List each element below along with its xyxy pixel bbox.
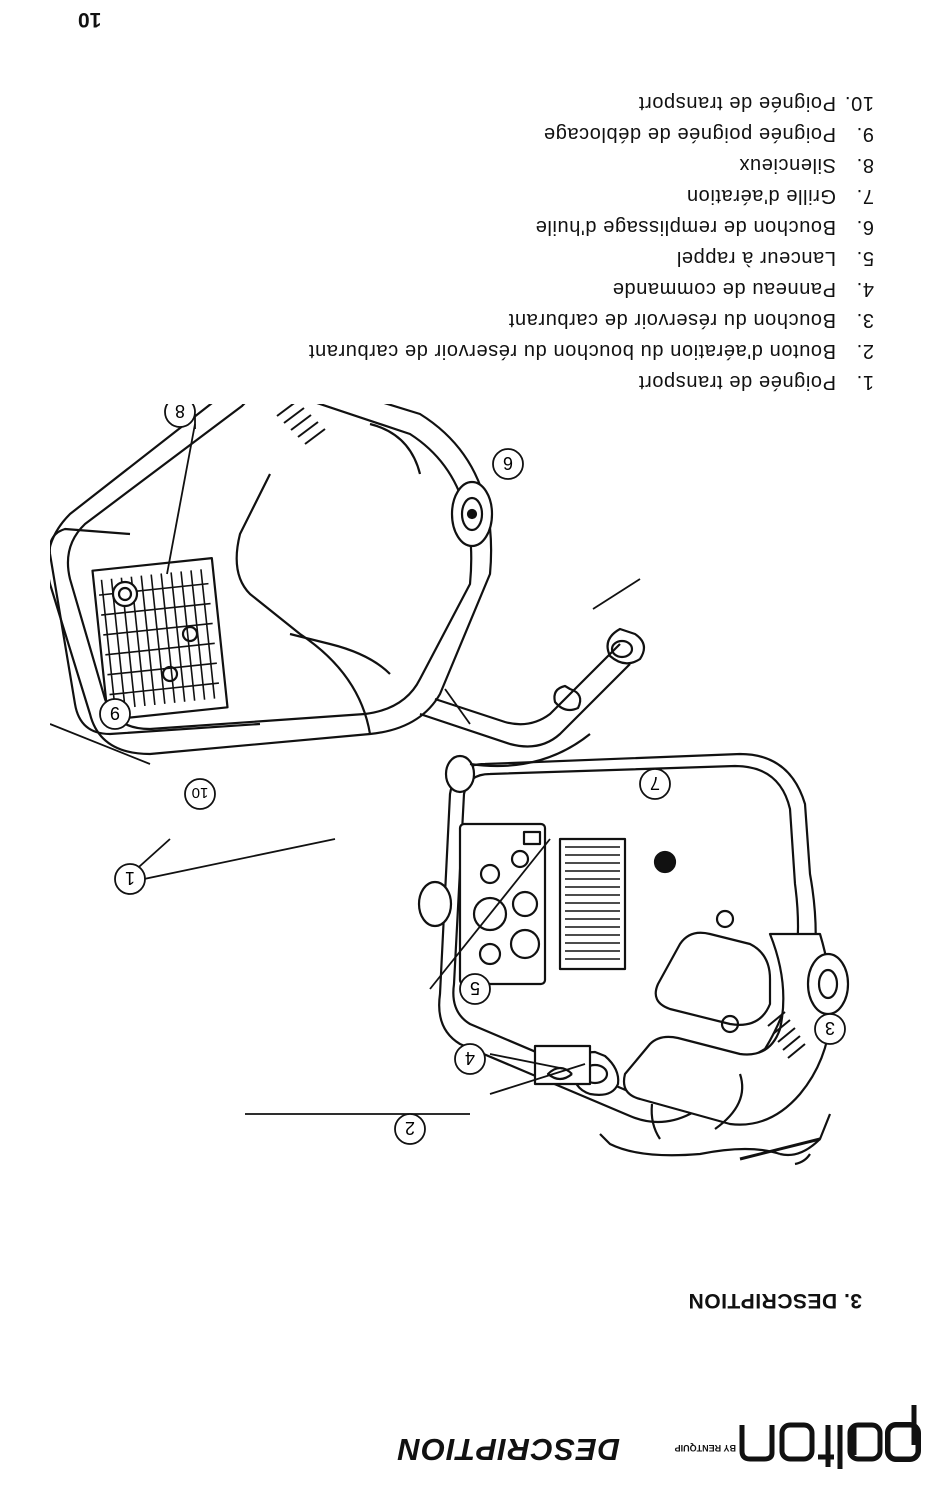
header-title: DESCRIPTION	[397, 1432, 620, 1467]
callout-4: 4	[454, 1043, 486, 1075]
legend-item: 6.Bouchon de remplissage d'huile	[535, 216, 874, 238]
callout-9: 9	[99, 698, 131, 730]
svg-text:7: 7	[650, 773, 660, 793]
legend-item: 2.Bouton d'aération du bouchon du réserv…	[308, 340, 874, 362]
svg-text:9: 9	[110, 703, 120, 723]
generator-rear-view	[50, 404, 646, 768]
svg-text:10: 10	[192, 784, 209, 801]
svg-text:3: 3	[825, 1018, 835, 1038]
svg-text:1: 1	[125, 868, 135, 888]
svg-text:5: 5	[470, 978, 480, 998]
svg-text:2: 2	[405, 1118, 415, 1138]
generator-front-view	[417, 752, 850, 1166]
parts-legend: 1.Poignée de transport 2.Bouton d'aérati…	[308, 87, 874, 397]
legend-item: 3.Bouchon du réservoir de carburant	[508, 309, 874, 331]
svg-text:4: 4	[465, 1048, 475, 1068]
legend-item: 9.Poignée poignée de déblocage	[543, 123, 874, 145]
callout-1: 1	[114, 863, 146, 895]
section-title: 3. DESCRIPTION	[688, 1289, 862, 1312]
legend-item: 7.Grille d'aération	[686, 185, 874, 207]
callout-7: 7	[639, 768, 671, 800]
legend-item: 1.Poignée de transport	[638, 371, 874, 393]
svg-text:6: 6	[503, 453, 513, 473]
legend-item: 10.Poignée de transport	[638, 92, 874, 114]
callout-5: 5	[459, 973, 491, 1005]
page-number: 10	[78, 8, 102, 31]
legend-item: 4.Panneau de commande	[612, 278, 874, 300]
palton-logo: BY RENTQUIP	[675, 1405, 921, 1469]
legend-item: 8.Silencieux	[738, 154, 874, 176]
svg-text:8: 8	[175, 404, 185, 421]
callout-10: 10	[184, 778, 216, 810]
svg-text:BY RENTQUIP: BY RENTQUIP	[675, 1443, 736, 1453]
callout-3: 3	[814, 1013, 846, 1045]
generator-diagram: 1 2 3 4 5 6 7 8	[50, 404, 850, 1166]
legend-item: 5.Lanceur à rappel	[676, 247, 874, 269]
callout-2: 2	[394, 1113, 426, 1145]
callout-6: 6	[492, 448, 524, 480]
callout-8: 8	[164, 404, 196, 428]
